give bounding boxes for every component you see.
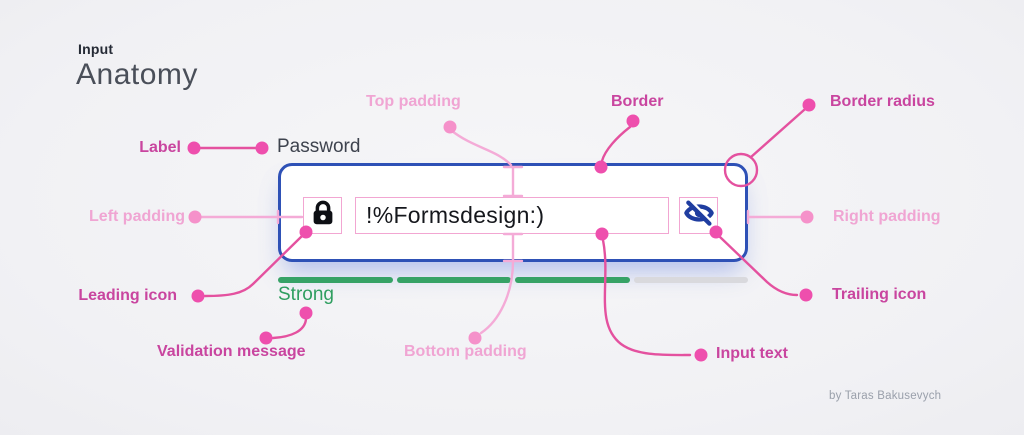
lock-icon — [308, 197, 338, 234]
password-input-field[interactable]: !%Formsdesign:) — [278, 163, 748, 262]
strength-segment — [396, 277, 511, 283]
author-credit: by Taras Bakusevych — [829, 390, 942, 402]
annotation-validation-message: Validation message — [157, 343, 306, 360]
connector-right-padding — [746, 209, 814, 225]
annotation-label: Label — [139, 139, 181, 156]
validation-message-text: Strong — [278, 284, 334, 305]
eye-off-icon[interactable] — [683, 197, 715, 234]
annotation-trailing-icon: Trailing icon — [832, 286, 927, 303]
connector-label — [187, 141, 269, 155]
strength-segment — [278, 277, 393, 283]
connector-validation-message — [259, 306, 313, 345]
strength-segment — [515, 277, 630, 283]
annotation-top-padding: Top padding — [366, 93, 461, 110]
page-kicker: Input — [78, 41, 114, 57]
annotation-border: Border — [611, 93, 664, 110]
annotation-border-radius: Border radius — [830, 93, 935, 110]
input-value: !%Formsdesign:) — [366, 202, 545, 228]
annotation-left-padding: Left padding — [89, 208, 185, 225]
password-strength-meter — [278, 277, 748, 283]
annotation-leading-icon: Leading icon — [78, 287, 177, 304]
annotation-bottom-padding: Bottom padding — [404, 343, 527, 360]
annotation-right-padding: Right padding — [833, 208, 941, 225]
page-title: Anatomy — [76, 58, 198, 91]
input-text-region[interactable]: !%Formsdesign:) — [355, 197, 669, 234]
trailing-icon-slot[interactable] — [679, 197, 718, 234]
strength-segment — [633, 277, 748, 283]
annotation-input-text: Input text — [716, 345, 788, 362]
leading-icon-slot — [303, 197, 342, 234]
input-label-text: Password — [277, 136, 361, 157]
